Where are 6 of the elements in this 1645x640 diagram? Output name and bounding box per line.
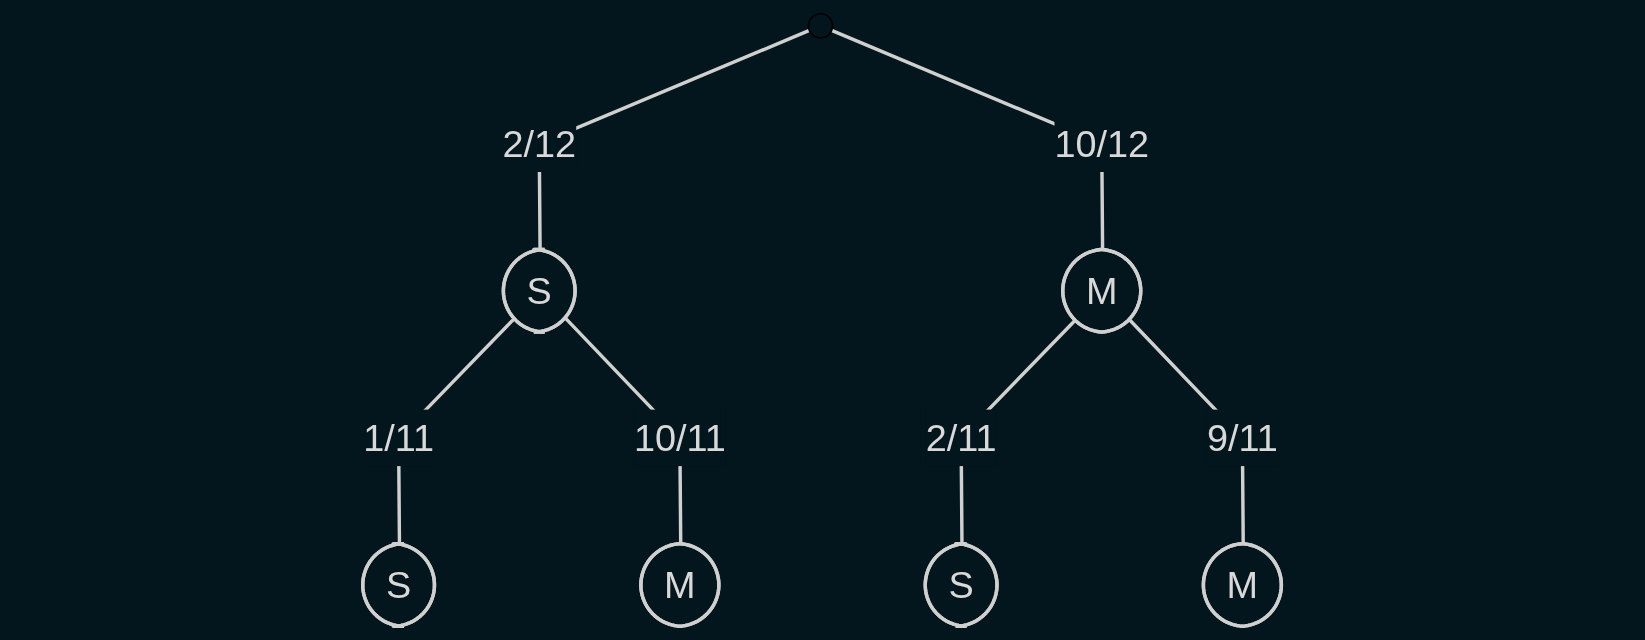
edge-label: 10/12 (1054, 122, 1150, 166)
edge-label: 2/12 (502, 122, 577, 166)
edge-label: 9/11 (1207, 416, 1279, 460)
edge-label: 2/11 (926, 416, 997, 460)
edge-label: 1/11 (363, 416, 435, 460)
edge-label: 10/11 (634, 416, 727, 460)
